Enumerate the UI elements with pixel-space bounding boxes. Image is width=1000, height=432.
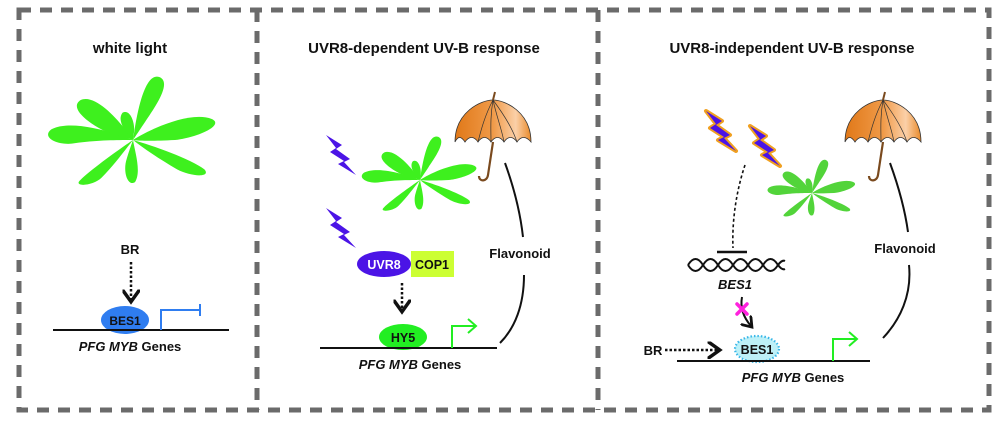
gene-label: PFG MYB Genes (79, 339, 182, 354)
outer-border (16, 7, 992, 413)
panel-uvr8-independent: UVR8-independent UV-B response Flavonoid… (644, 40, 936, 385)
flavonoid-label: Flavonoid (874, 241, 935, 256)
cop1-protein (411, 251, 454, 277)
uvb-bolt-glow-icon (704, 109, 738, 153)
hy5-label: HY5 (391, 331, 415, 345)
gene-suffix: Genes (418, 357, 461, 372)
cop1-label: COP1 (415, 258, 449, 272)
uvr8-protein (357, 251, 411, 277)
flavonoid-arc-bottom (499, 274, 525, 344)
dna-helix-icon (687, 258, 786, 272)
gene-suffix: Genes (138, 339, 181, 354)
gene-label: PFG MYB Genes (742, 370, 845, 385)
bes1-label: BES1 (109, 314, 141, 328)
blocked-x-icon (735, 302, 749, 316)
active-promoter-icon (451, 318, 478, 348)
plant-icon (361, 136, 477, 211)
flavonoid-arc-bottom (882, 264, 911, 339)
bes1-gene-label: BES1 (718, 277, 752, 292)
panel-title: UVR8-independent UV-B response (669, 40, 914, 57)
gene-label: PFG MYB Genes (359, 357, 462, 372)
panel-uvr8-dependent: UVR8-dependent UV-B response Flavonoid U… (308, 40, 551, 372)
active-promoter-icon (832, 331, 859, 361)
br-label: BR (644, 343, 663, 358)
uvb-bolt-icon (326, 135, 356, 175)
gene-name: PFG MYB (79, 339, 138, 354)
bes1-protein-reduced (733, 334, 781, 364)
blocked-arrow (741, 296, 751, 326)
hy5-protein (379, 324, 427, 350)
repressed-promoter-icon (160, 304, 201, 330)
uvb-bolt-glow-icon (748, 124, 782, 168)
bes1-protein (101, 306, 149, 334)
inhibition-line (732, 164, 746, 249)
br-label: BR (121, 242, 140, 257)
uvb-bolt-icon (326, 208, 356, 248)
flavonoid-label: Flavonoid (489, 246, 550, 261)
panel-title: white light (92, 40, 167, 57)
gene-name: PFG MYB (359, 357, 418, 372)
flavonoid-arc-top (504, 162, 524, 238)
panel-title: UVR8-dependent UV-B response (308, 40, 540, 57)
uvr8-label: UVR8 (367, 258, 400, 272)
flavonoid-arc-top (889, 162, 909, 233)
gene-name: PFG MYB (742, 370, 801, 385)
gene-suffix: Genes (801, 370, 844, 385)
plant-icon (48, 76, 216, 185)
panel-frame (16, 7, 992, 413)
stressed-plant-icon (767, 159, 856, 217)
umbrella-icon (843, 90, 923, 182)
bes1-label: BES1 (741, 343, 774, 357)
panel-white-light: white light BR BES1 PFG MYB Genes (48, 40, 229, 354)
